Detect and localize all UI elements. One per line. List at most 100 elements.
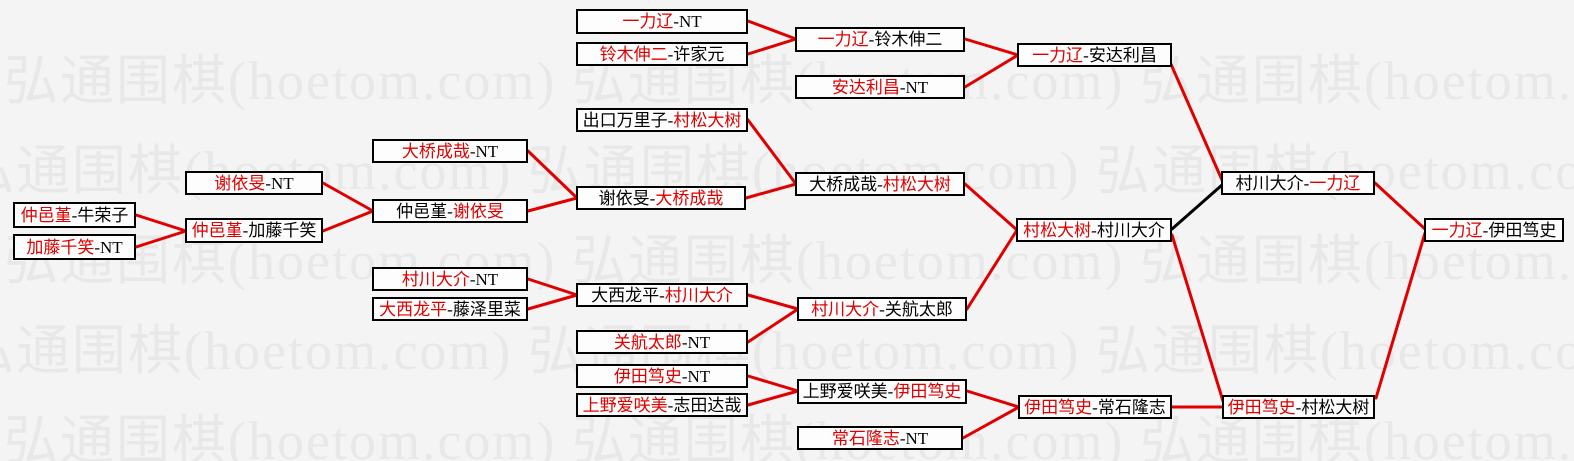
player-name: NT (100, 237, 123, 257)
bracket-connector (746, 307, 800, 344)
player-name: 伊田笃史 (1227, 397, 1296, 417)
name-separator: - (71, 205, 78, 225)
player-name: 志田达哉 (673, 395, 742, 415)
bracket-connector (134, 213, 188, 233)
match-box-m3: 谢依旻-NT (185, 171, 323, 195)
name-separator: - (868, 30, 875, 49)
bracket-connector (746, 19, 798, 41)
player-name: 谢依旻 (452, 201, 504, 221)
bracket-connector (1168, 60, 1224, 182)
name-separator: - (1091, 220, 1097, 240)
bracket-connector (746, 389, 800, 407)
match-box-m8: 大西龙平-藤泽里菜 (372, 297, 528, 321)
match-box-m18: 安达利昌-NT (795, 75, 965, 99)
name-separator: - (887, 382, 894, 401)
name-separator: - (681, 332, 688, 352)
name-separator: - (1092, 397, 1098, 417)
player-name: 村川大介 (401, 269, 470, 289)
player-name: 村松大树 (673, 110, 742, 130)
bracket-connector (961, 405, 1021, 440)
bracket-connector (1374, 231, 1427, 400)
name-separator: - (447, 201, 453, 221)
bracket-connector (321, 181, 375, 213)
player-name: 村川大介 (1096, 220, 1165, 240)
player-name: 安达利昌 (1088, 45, 1157, 65)
player-name: 伊田笃史 (1024, 397, 1093, 417)
match-box-m1: 仲邑堇-牛荣子 (13, 202, 136, 228)
name-separator: - (447, 299, 453, 319)
player-name: 大桥成哉 (655, 188, 724, 208)
match-box-m27: 伊田笃史-村松大树 (1222, 395, 1375, 419)
bracket-connector (963, 37, 1020, 57)
match-box-m14: 关航太郎-NT (576, 330, 748, 354)
bracket-connector (134, 229, 188, 249)
player-name: 村川大介 (664, 285, 733, 305)
player-name: 牛荣子 (77, 205, 129, 225)
match-box-m12: 谢依旻-大桥成哉 (576, 186, 746, 210)
name-separator: - (681, 366, 688, 386)
name-separator: - (659, 285, 665, 305)
match-box-m20: 村川大介-关航太郎 (797, 297, 967, 321)
player-name: 伊田笃史 (1488, 220, 1557, 240)
player-name: 大西龙平 (379, 299, 448, 319)
player-name: 大西龙平 (591, 285, 660, 305)
match-box-m23: 一力辽-安达利昌 (1017, 43, 1172, 67)
name-separator: - (242, 221, 249, 240)
match-box-m10: 铃木伸二-许家元 (576, 42, 748, 66)
bracket-connector (746, 37, 798, 56)
watermark-text: 弘通围棋(hoetom.com) 弘通围棋(hoetom.com) 弘通围棋(h… (4, 51, 1574, 111)
player-name: 藤泽里菜 (452, 299, 521, 319)
player-name: NT (687, 366, 711, 386)
player-name: 常石隆志 (831, 428, 900, 448)
match-box-m5: 大桥成哉-NT (372, 139, 528, 163)
player-name: 伊田笃史 (613, 366, 682, 386)
player-name: 一力辽 (817, 30, 869, 49)
bracket-connector (526, 149, 579, 200)
player-name: 大桥成哉 (809, 174, 878, 194)
name-separator: - (667, 110, 674, 130)
player-name: NT (687, 332, 711, 352)
bracket-connector (746, 374, 800, 393)
player-name: 出口万里子 (582, 110, 668, 130)
name-separator: - (879, 299, 885, 319)
bracket-connector (746, 293, 800, 311)
player-name: 村松大树 (1023, 220, 1092, 240)
player-name: NT (679, 12, 702, 31)
player-name: 村川大介 (1235, 173, 1304, 193)
name-separator: - (94, 237, 100, 257)
name-separator: - (1303, 173, 1310, 193)
player-name: 安达利昌 (831, 77, 900, 97)
player-name: 许家元 (673, 44, 725, 64)
bracket-connector (965, 228, 1019, 311)
player-name: 加藤千笑 (26, 237, 95, 257)
match-box-m28: 一力辽-伊田笃史 (1424, 218, 1564, 242)
match-box-m24: 村松大树-村川大介 (1016, 218, 1172, 242)
player-name: 村川大介 (811, 299, 880, 319)
match-box-m22: 常石隆志-NT (797, 426, 963, 450)
name-separator: - (469, 141, 476, 161)
player-name: 仲邑堇 (20, 205, 72, 225)
player-name: 村松大树 (882, 174, 951, 194)
name-separator: - (469, 269, 476, 289)
player-name: NT (905, 428, 929, 448)
bracket-connector (1170, 183, 1224, 231)
player-name: 一力辽 (1032, 45, 1084, 65)
bracket-connector (744, 182, 798, 200)
bracket-connector (965, 389, 1021, 409)
player-name: NT (475, 141, 499, 161)
bracket-connector (746, 118, 798, 186)
match-box-m2: 加藤千笑-NT (13, 234, 136, 260)
match-box-m7: 村川大介-NT (372, 267, 528, 291)
bracket-connector (963, 182, 1019, 232)
match-box-m26: 村川大介-一力辽 (1221, 171, 1375, 195)
player-name: 伊田笃史 (893, 382, 962, 401)
bracket-connector (1170, 233, 1225, 403)
player-name: 一力辽 (1431, 220, 1483, 240)
bracket-connector (526, 293, 579, 311)
name-separator: - (899, 77, 906, 97)
match-box-m19: 大桥成哉-村松大树 (795, 172, 965, 196)
player-name: 上野爱咲美 (582, 395, 668, 415)
bracket-connector (321, 209, 375, 233)
name-separator: - (899, 428, 906, 448)
